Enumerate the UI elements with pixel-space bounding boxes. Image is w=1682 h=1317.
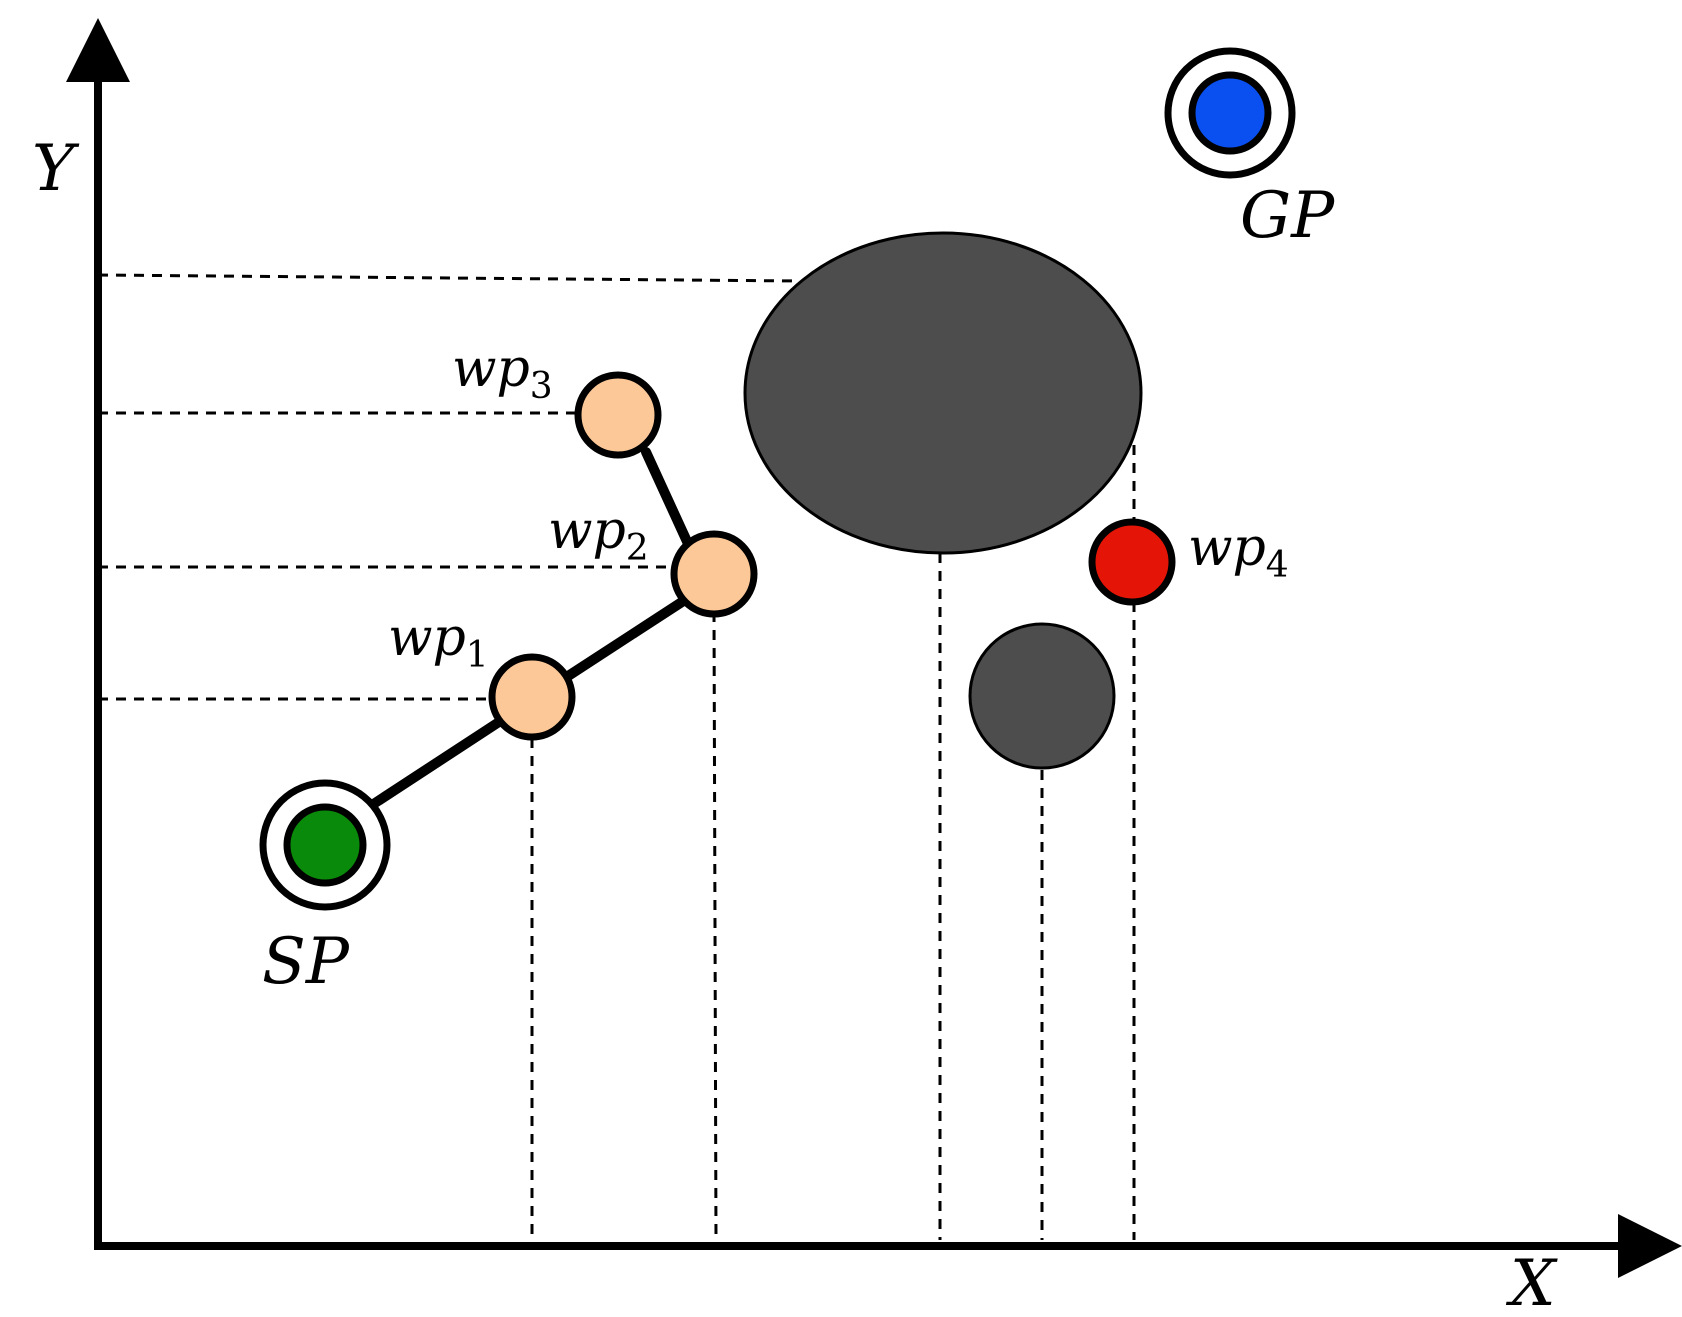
goal-point xyxy=(1164,47,1296,179)
waypoint-4-name: wp xyxy=(1188,518,1266,578)
start-point-label: SP xyxy=(262,925,350,999)
x-axis-arrowhead xyxy=(1618,1214,1682,1278)
waypoint-2-label: wp2 xyxy=(548,501,649,569)
path-segment-wp2-wp3 xyxy=(641,447,695,553)
projection-obstacle-top xyxy=(97,273,801,283)
y-axis-label: Y xyxy=(32,132,80,206)
axes xyxy=(66,18,1682,1278)
y-projection-lines xyxy=(97,273,801,701)
projection-wp2-x xyxy=(712,611,718,1241)
waypoints xyxy=(488,371,1176,741)
path-segment-sp-wp1 xyxy=(367,715,507,810)
waypoint-3-marker xyxy=(574,371,662,459)
waypoint-1-label: wp1 xyxy=(388,608,489,676)
waypoint-4-index: 4 xyxy=(1266,545,1289,586)
waypoint-1-index: 1 xyxy=(466,635,489,676)
waypoint-1-name: wp xyxy=(388,608,466,668)
waypoint-2-name: wp xyxy=(548,501,626,561)
waypoint-1-marker xyxy=(488,653,576,741)
waypoint-3-name: wp xyxy=(452,339,530,399)
path-segment-wp1-wp2 xyxy=(557,593,693,685)
obstacles xyxy=(743,231,1143,770)
waypoint-3-label: wp3 xyxy=(452,339,553,407)
obstacle-large xyxy=(743,231,1143,555)
waypoint-2-marker xyxy=(670,530,758,618)
goal-point-marker xyxy=(1188,71,1272,155)
waypoint-4-label: wp4 xyxy=(1188,518,1289,586)
obstacle-small xyxy=(968,622,1116,770)
y-axis-arrowhead xyxy=(66,18,130,82)
start-point-marker xyxy=(283,803,367,887)
waypoint-3-index: 3 xyxy=(530,366,553,407)
waypoint-4-marker xyxy=(1088,518,1176,606)
x-projection-lines xyxy=(530,445,1136,1241)
goal-point-label: GP xyxy=(1240,179,1335,253)
waypoint-2-index: 2 xyxy=(626,528,649,569)
start-point xyxy=(259,779,391,911)
planned-path xyxy=(367,447,695,810)
x-axis-label: X xyxy=(1505,1247,1558,1317)
